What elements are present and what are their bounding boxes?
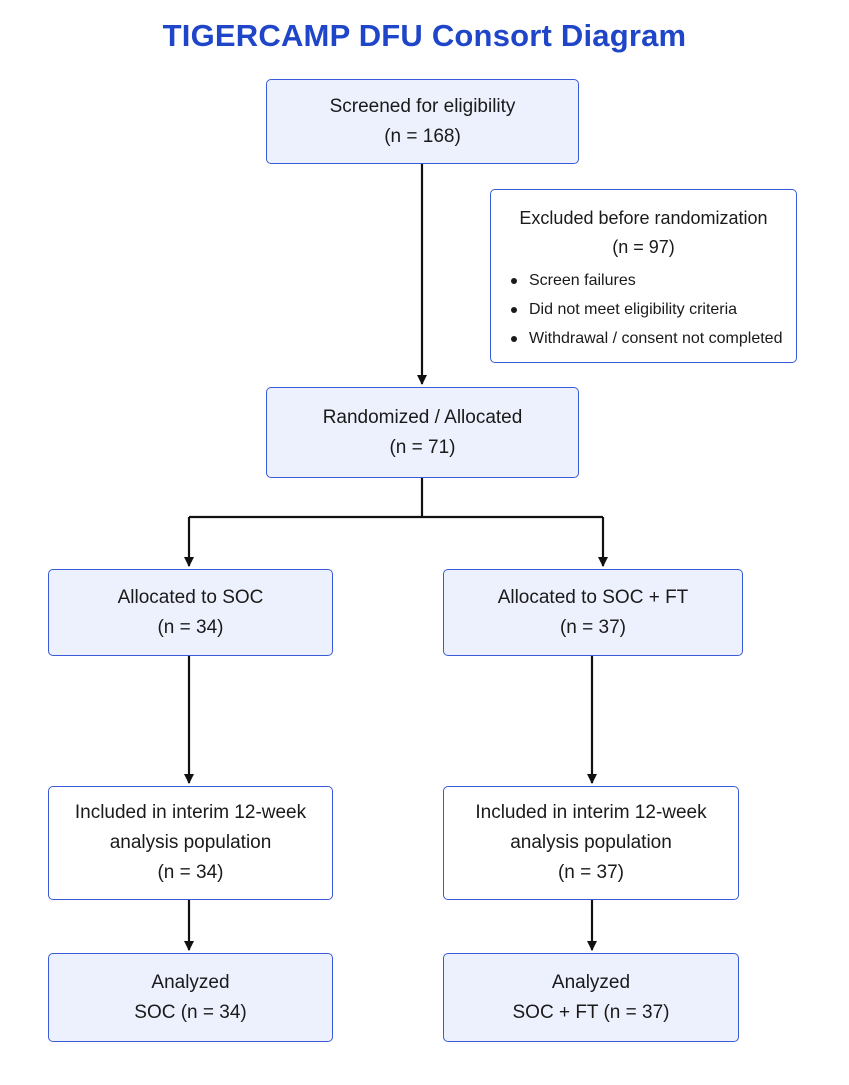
- screened-count: (n = 168): [384, 125, 461, 147]
- analyzed-soc-ft-label: Analyzed: [551, 971, 631, 993]
- randomized-count: (n = 71): [389, 436, 456, 458]
- allocated-soc-ft-label: Allocated to SOC + FT: [497, 586, 689, 608]
- excluded-count: (n = 97): [612, 237, 675, 257]
- allocated-soc-count: (n = 34): [157, 616, 224, 638]
- included-soc-count: (n = 34): [157, 862, 224, 883]
- screened-label: Screened for eligibility: [329, 95, 516, 117]
- allocated-soc-ft-box: Allocated to SOC + FT (n = 37): [443, 569, 743, 656]
- exclusion-reason: Withdrawal / consent not completed: [509, 324, 796, 353]
- randomized-label: Randomized / Allocated: [322, 406, 523, 428]
- included-soc-line2: analysis population: [109, 832, 272, 853]
- included-soc-ft-box: Included in interim 12-week analysis pop…: [443, 786, 739, 900]
- screened-box: Screened for eligibility (n = 168): [266, 79, 579, 164]
- allocated-soc-ft-count: (n = 37): [559, 616, 626, 638]
- included-soc-line1: Included in interim 12-week: [74, 802, 307, 823]
- exclusion-reason: Screen failures: [509, 266, 796, 295]
- excluded-label: Excluded before randomization: [519, 208, 768, 228]
- randomized-box: Randomized / Allocated (n = 71): [266, 387, 579, 478]
- exclusion-reason: Did not meet eligibility criteria: [509, 295, 796, 324]
- exclusion-reasons-list: Screen failures Did not meet eligibility…: [491, 266, 796, 353]
- analyzed-soc-label: Analyzed: [151, 971, 230, 993]
- allocated-soc-label: Allocated to SOC: [117, 586, 264, 608]
- analyzed-soc-ft-detail: SOC + FT (n = 37): [512, 1001, 670, 1023]
- diagram-title: TIGERCAMP DFU Consort Diagram: [162, 18, 687, 53]
- analyzed-soc-detail: SOC (n = 34): [134, 1001, 247, 1023]
- included-soc-ft-line1: Included in interim 12-week: [475, 802, 707, 823]
- excluded-box: Excluded before randomization (n = 97) S…: [490, 189, 797, 363]
- analyzed-soc-ft-box: Analyzed SOC + FT (n = 37): [443, 953, 739, 1042]
- allocated-soc-box: Allocated to SOC (n = 34): [48, 569, 333, 656]
- included-soc-ft-line2: analysis population: [510, 832, 672, 853]
- analyzed-soc-box: Analyzed SOC (n = 34): [48, 953, 333, 1042]
- included-soc-box: Included in interim 12-week analysis pop…: [48, 786, 333, 900]
- included-soc-ft-count: (n = 37): [557, 862, 624, 883]
